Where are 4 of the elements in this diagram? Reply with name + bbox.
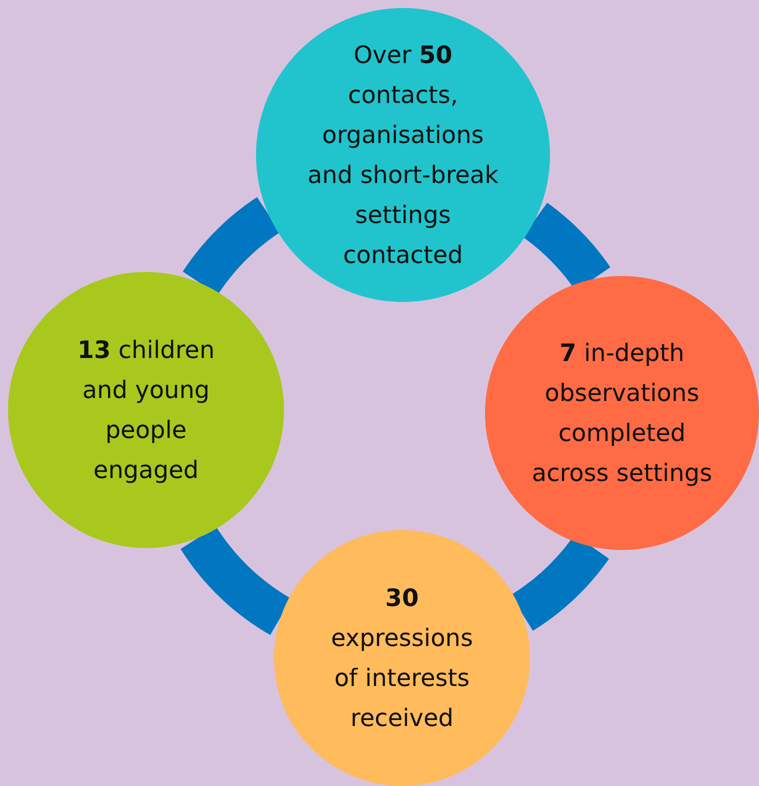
stat-text: 7 in-depth observations completed across settings — [530, 338, 714, 489]
stat-text: Over 50 contacts, organisations and short-break settings contacted — [306, 40, 500, 271]
stat-text: 30 expressions of interests received — [330, 583, 474, 734]
stat-text: 13 children and young people engaged — [76, 335, 216, 486]
